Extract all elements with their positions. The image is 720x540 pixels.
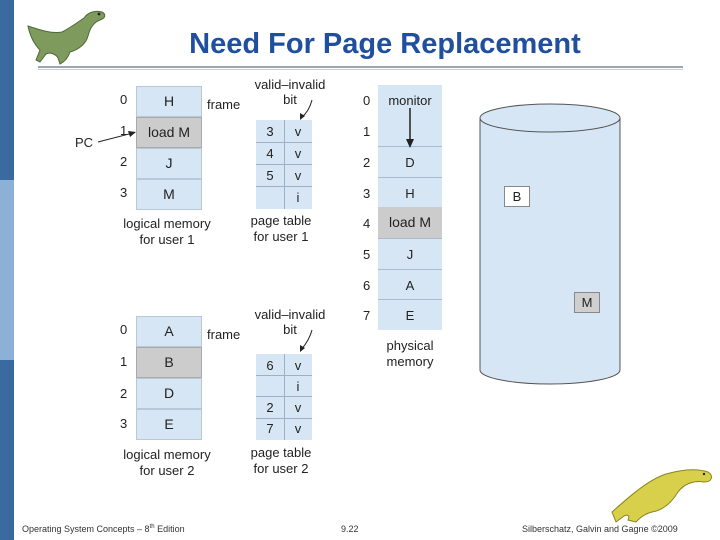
user1-index-2: 2 (120, 154, 128, 169)
user2-bit-label: bit (283, 322, 297, 337)
page-title: Need For Page Replacement (189, 28, 581, 60)
user2-logical-memory-label: logical memory (123, 447, 211, 462)
user2-frame-number: 7 (266, 421, 274, 436)
user1-page-table (256, 120, 312, 209)
user1-page-cell: M (136, 179, 202, 210)
physical-frame-index: 2 (363, 155, 371, 170)
dinosaur-icon (611, 469, 712, 523)
user1-valid-invalid-label: valid–invalid (254, 77, 326, 92)
physical-frame-highlighted: load M (378, 207, 442, 238)
title-divider (38, 66, 683, 68)
user2-index-1: 1 (120, 354, 128, 369)
physical-frame-index: 5 (363, 247, 371, 262)
user2-frame-label: frame (207, 327, 241, 342)
physical-memory-label: physical (386, 338, 434, 353)
user1-frame-number: 4 (266, 146, 274, 161)
user2-valid-bit: v (294, 358, 302, 373)
user2-valid-invalid-label: valid–invalid (254, 307, 326, 322)
user2-page-table-sublabel: for user 2 (253, 461, 309, 476)
physical-frame-content: E (405, 308, 415, 323)
user1-page-cell: J (136, 148, 202, 179)
footer-slide-number: 9.22 (341, 524, 359, 534)
pc-arrow (97, 131, 136, 143)
physical-memory-divider (378, 146, 442, 147)
backing-store-page-M: M (574, 292, 600, 313)
page-table-row-line (256, 396, 312, 397)
page-table-row-line (256, 164, 312, 165)
page-table-divider (284, 354, 285, 440)
physical-frame-content: monitor (388, 93, 432, 108)
user1-frame-number: 3 (266, 124, 274, 139)
user1-frame-number: 5 (266, 168, 274, 183)
user1-page-table-sublabel: for user 1 (253, 229, 309, 244)
physical-frame-content: J (406, 247, 414, 262)
user1-valid-bit: v (294, 168, 302, 183)
user2-page-cell: E (136, 409, 202, 440)
physical-memory-divider (378, 269, 442, 270)
user2-valid-bit: v (294, 400, 302, 415)
user2-index-3: 3 (120, 416, 128, 431)
user2-logical-memory-sublabel: for user 2 (139, 463, 195, 478)
sidebar-strip (0, 0, 14, 540)
footer-ordinal-suffix: th (149, 524, 155, 530)
user1-bit-label: bit (283, 92, 297, 107)
user1-logical-memory-sublabel: for user 1 (139, 232, 195, 247)
physical-memory-divider (378, 238, 442, 239)
physical-frame-index: 3 (363, 186, 371, 201)
user2-frame-number: 2 (266, 400, 274, 415)
user1-page-cell-highlighted: load M (136, 117, 202, 148)
dinosaur-icon (27, 10, 106, 65)
user2-valid-bit: v (294, 421, 302, 436)
footer-copyright: Silberschatz, Galvin and Gagne ©2009 (522, 524, 678, 534)
user1-valid-bit: v (294, 146, 302, 161)
physical-frame-index: 1 (363, 124, 371, 139)
page-table-row-line (256, 375, 312, 376)
title-divider-shadow (38, 69, 683, 70)
physical-frame-index: 7 (363, 308, 371, 323)
user2-page-table (256, 354, 312, 440)
page-table-row-line (256, 418, 312, 419)
user1-frame-label: frame (207, 97, 241, 112)
user2-page-table-label: page table (250, 445, 312, 460)
footer-book-title: Operating System Concepts – 8th Edition (22, 524, 185, 534)
page-table-row-line (256, 142, 312, 143)
physical-frame-index: 0 (363, 93, 371, 108)
physical-frame-content: D (405, 155, 415, 170)
user1-index-0: 0 (120, 92, 128, 107)
page-table-row-line (256, 186, 312, 187)
user1-index-1: 1 (120, 123, 128, 138)
user1-valid-bit: v (294, 124, 302, 139)
backing-store-page-B: B (504, 186, 530, 207)
physical-memory-divider (378, 299, 442, 300)
physical-frame-index: 6 (363, 278, 371, 293)
sidebar-highlight (0, 180, 14, 360)
physical-frame-content: A (405, 278, 415, 293)
pc-label: PC (75, 135, 94, 150)
physical-frame-index: 4 (363, 216, 371, 231)
user1-invalid-bit: i (296, 190, 300, 205)
physical-memory-divider (378, 177, 442, 178)
footer-book-title-text: Operating System Concepts – 8 (22, 524, 150, 534)
user2-page-cell-highlighted: B (136, 347, 202, 378)
user2-invalid-bit: i (296, 379, 300, 394)
backing-store-cylinder (479, 103, 621, 385)
user2-page-cell: D (136, 378, 202, 409)
physical-memory-sublabel: memory (386, 354, 434, 369)
user2-index-2: 2 (120, 386, 128, 401)
footer-book-edition: Edition (154, 524, 185, 534)
user1-page-cell: H (136, 86, 202, 117)
user2-page-cell: A (136, 316, 202, 347)
physical-frame-content: H (405, 186, 415, 201)
user1-page-table-label: page table (250, 213, 312, 228)
user2-index-0: 0 (120, 322, 128, 337)
user1-logical-memory-label: logical memory (123, 216, 211, 231)
user2-frame-number: 6 (266, 358, 274, 373)
user1-index-3: 3 (120, 185, 128, 200)
